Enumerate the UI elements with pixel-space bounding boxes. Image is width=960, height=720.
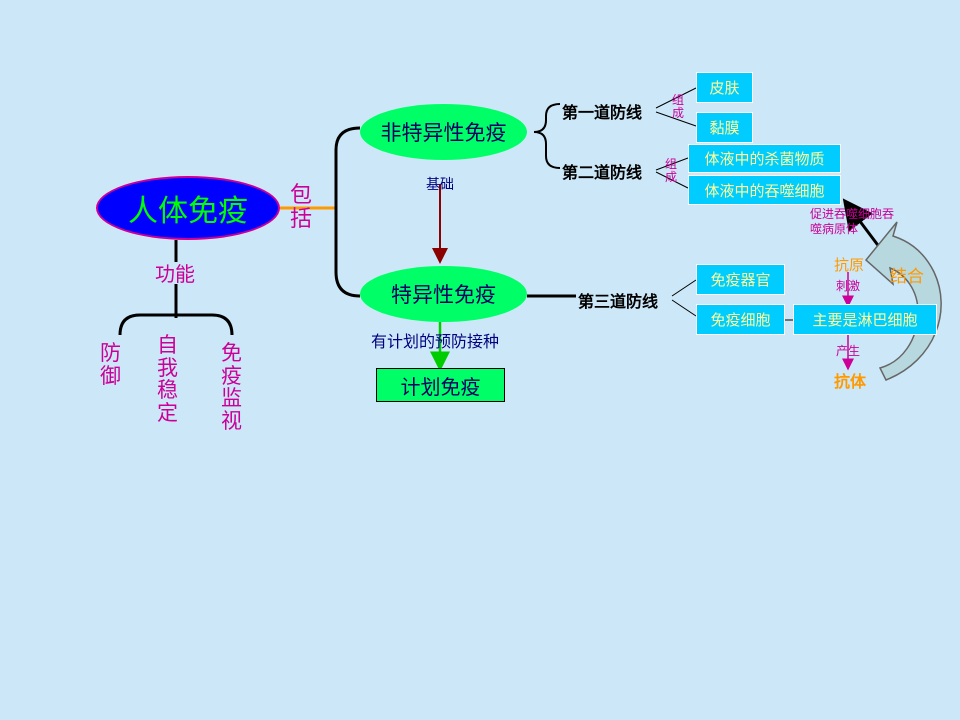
stimulate-label: 刺激 [836, 279, 861, 293]
includes-label: 包 括 [290, 184, 312, 232]
skin-box: 皮肤 [696, 72, 753, 103]
immune-organ-box: 免疫器官 [696, 264, 785, 295]
first-composed-label: 组成 [672, 94, 684, 120]
nonspecific-immunity-label: 非特异性免疫 [380, 121, 507, 145]
vertical-char: 成 [672, 105, 685, 120]
includes-char-1: 包 [290, 183, 313, 208]
promote-label-text: 促进吞噬细胞吞噬病原体 [810, 207, 895, 236]
function-self-stability: 自我稳定 [157, 334, 178, 425]
vertical-char: 定 [157, 401, 178, 426]
lymphocyte-box: 主要是淋巴细胞 [793, 304, 937, 335]
first-defense-line-label: 第一道防线 [562, 103, 643, 122]
fluid-phagocyte-label: 体液中的吞噬细胞 [704, 181, 825, 200]
antibody-label: 抗体 [834, 372, 867, 391]
vertical-char: 监 [221, 386, 242, 411]
second-to-phagocyte-line [655, 171, 689, 189]
includes-bracket [334, 126, 361, 298]
immune-organ-label: 免疫器官 [710, 271, 771, 289]
vertical-char: 稳 [157, 378, 178, 403]
combine-label: 结合 [890, 267, 924, 287]
first-to-skin-line [655, 87, 697, 109]
vertical-char: 疫 [221, 363, 242, 388]
mucosa-box: 黏膜 [696, 112, 753, 143]
combine-curved-arrow [864, 221, 942, 381]
first-to-mucosa-line [655, 111, 697, 127]
antigen-label: 抗原 [834, 256, 865, 274]
second-composed-label: 组成 [665, 158, 677, 184]
skin-label: 皮肤 [709, 79, 740, 97]
bactericidal-substance-box: 体液中的杀菌物质 [688, 144, 841, 173]
basis-label: 基础 [426, 177, 454, 193]
planned-immunization-box: 计划免疫 [376, 368, 505, 402]
vertical-char: 组 [665, 157, 678, 171]
immune-cell-label: 免疫细胞 [710, 311, 771, 329]
nonspecific-immunity-node: 非特异性免疫 [360, 104, 527, 160]
promote-arrow [842, 198, 882, 249]
vertical-char: 自 [157, 333, 178, 357]
function-label: 功能 [155, 262, 195, 286]
mucosa-label: 黏膜 [709, 119, 740, 137]
vertical-char: 视 [221, 409, 242, 434]
vertical-char: 组 [672, 93, 685, 107]
third-to-organ-line [671, 279, 697, 297]
root-node: 人体免疫 [96, 176, 280, 240]
immune-cell-box: 免疫细胞 [696, 304, 785, 335]
function-defense: 防御 [100, 342, 121, 387]
vertical-char: 成 [665, 169, 678, 184]
root-label: 人体免疫 [128, 194, 248, 229]
vaccination-label: 有计划的预防接种 [371, 332, 500, 351]
bactericidal-substance-label: 体液中的杀菌物质 [704, 150, 825, 168]
second-to-bactericidal-line [655, 157, 689, 171]
vertical-char: 防 [100, 341, 121, 365]
specific-immunity-node: 特异性免疫 [360, 266, 527, 322]
specific-immunity-label: 特异性免疫 [391, 283, 496, 307]
produce-label: 产生 [836, 344, 861, 358]
fluid-phagocyte-box: 体液中的吞噬细胞 [688, 175, 841, 205]
includes-char-2: 括 [290, 206, 313, 232]
third-to-cell-line [671, 299, 697, 317]
lymphocyte-label: 主要是淋巴细胞 [812, 311, 918, 329]
third-defense-line-label: 第三道防线 [578, 292, 659, 311]
function-surveillance: 免疫监视 [221, 342, 242, 433]
vertical-char: 御 [100, 363, 121, 388]
second-defense-line-label: 第二道防线 [562, 163, 643, 182]
planned-immunization-label: 计划免疫 [400, 374, 481, 399]
vertical-char: 免 [221, 341, 242, 365]
vertical-char: 我 [157, 355, 178, 380]
promote-label: 促进吞噬细胞吞噬病原体 [810, 207, 894, 237]
defense-lines-bracket [533, 103, 561, 169]
